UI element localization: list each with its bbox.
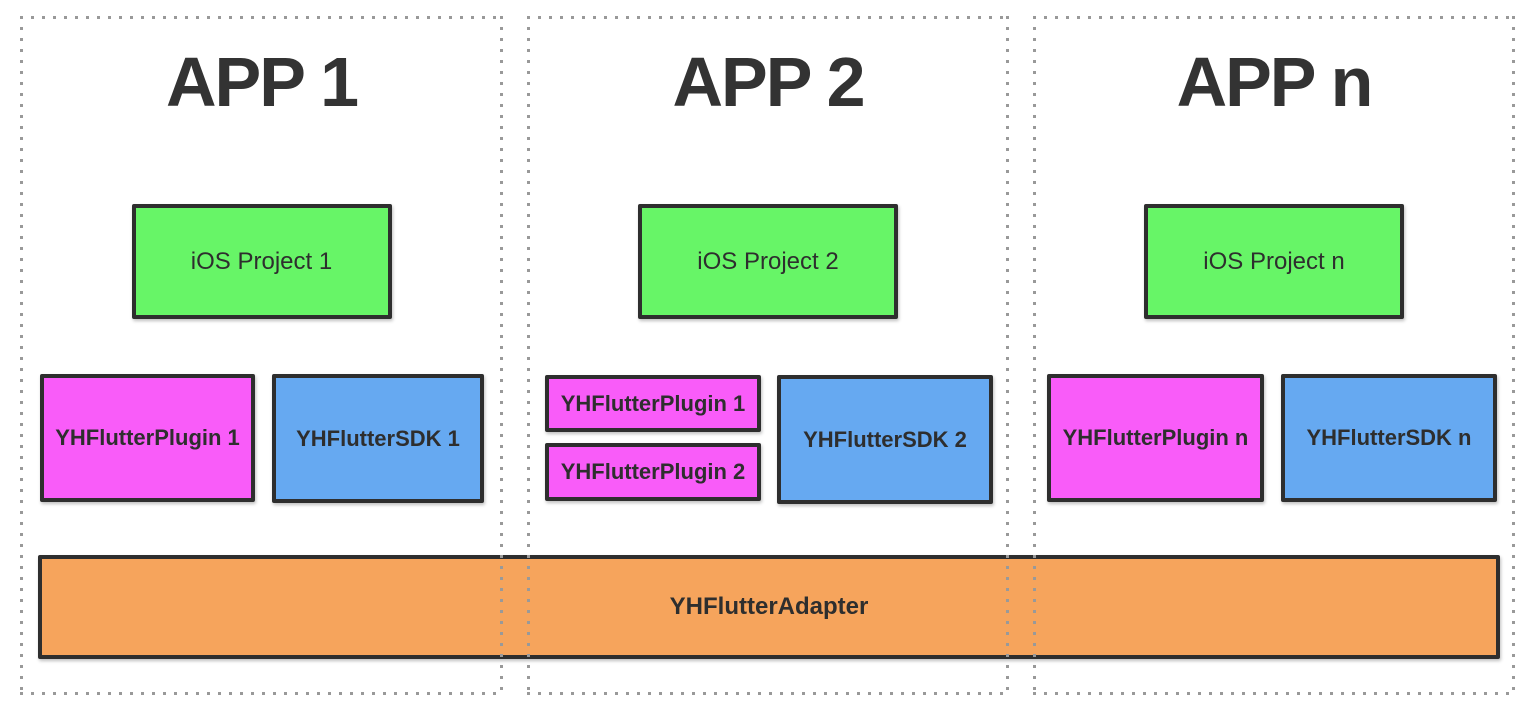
ios-project-box-1: iOS Project 1 <box>131 204 392 319</box>
flutter-plugin-box-1: YHFlutterPlugin 1 <box>40 374 255 502</box>
app-1-title: APP 1 <box>165 43 359 121</box>
flutter-plugin-box-n: YHFlutterPlugin n <box>1047 374 1264 502</box>
ios-project-box-n: iOS Project n <box>1144 204 1404 319</box>
flutter-plugin-box-2b: YHFlutterPlugin 2 <box>545 443 761 501</box>
ios-project-label-2: iOS Project 2 <box>697 247 839 275</box>
ios-project-label-1: iOS Project 1 <box>190 247 333 275</box>
flutter-sdk-label-2: YHFlutterSDK 2 <box>803 426 967 452</box>
flutter-sdk-box-1: YHFlutterSDK 1 <box>272 374 484 503</box>
flutter-plugin-label-2b: YHFlutterPlugin 2 <box>560 459 746 484</box>
flutter-plugin-box-2a: YHFlutterPlugin 1 <box>545 375 761 432</box>
flutter-plugin-label-n: YHFlutterPlugin n <box>1062 425 1249 450</box>
flutter-sdk-label-n: YHFlutterSDK n <box>1306 425 1472 450</box>
ios-project-label-n: iOS Project n <box>1203 247 1345 275</box>
ios-project-box-2: iOS Project 2 <box>638 204 898 319</box>
app-panel-1: APP 1 iOS Project 1 YHFlutterPlugin 1 YH… <box>20 16 503 695</box>
app-2-title: APP 2 <box>672 43 865 121</box>
flutter-sdk-label-1: YHFlutterSDK 1 <box>296 425 460 451</box>
flutter-sdk-box-2: YHFlutterSDK 2 <box>777 375 993 504</box>
app-panel-2: APP 2 iOS Project 2 YHFlutterPlugin 1 YH… <box>527 16 1009 695</box>
app-n-title: APP n <box>1176 43 1374 121</box>
app-panel-n: APP n iOS Project n YHFlutterPlugin n YH… <box>1033 16 1515 695</box>
flutter-sdk-box-n: YHFlutterSDK n <box>1281 374 1497 502</box>
flutter-plugin-label-2a: YHFlutterPlugin 1 <box>560 390 746 416</box>
flutter-plugin-label-1: YHFlutterPlugin 1 <box>55 425 240 450</box>
